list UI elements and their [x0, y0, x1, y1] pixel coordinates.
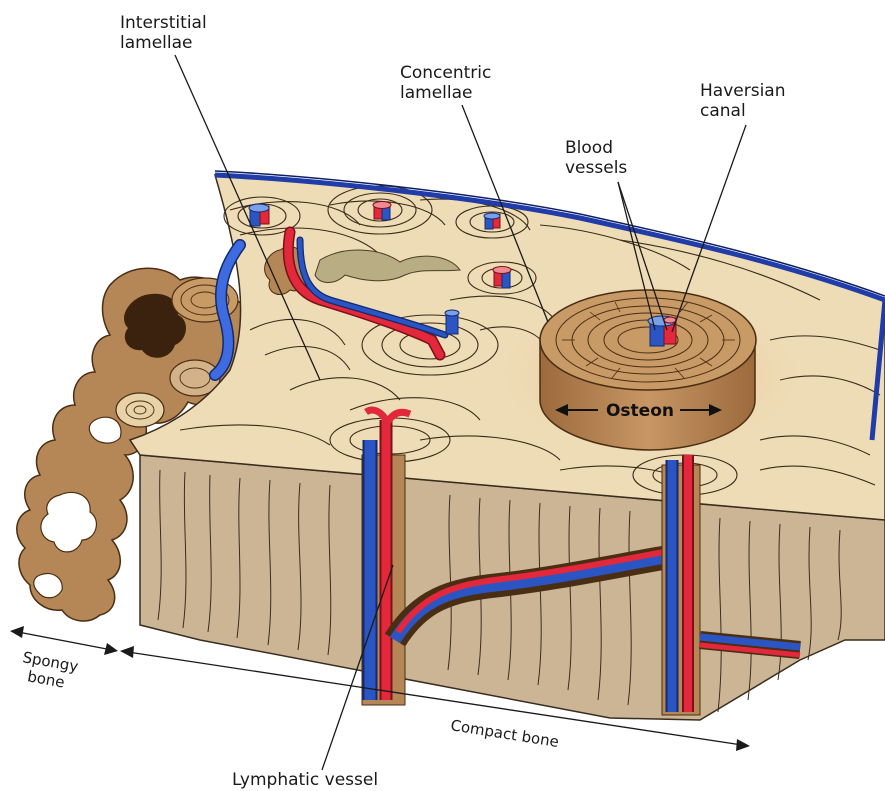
label-line: Concentric	[400, 63, 491, 83]
label-line: Blood	[565, 138, 613, 158]
vessel-stub	[493, 267, 511, 289]
vessel-stub	[484, 213, 500, 229]
svg-text:Spongybone: Spongybone	[18, 648, 80, 693]
vessel-stub	[249, 204, 269, 226]
label-spongy-bone: Spongybone	[10, 626, 118, 693]
lymphatic-vessel-text: Lymphatic vessel	[232, 770, 378, 790]
label-line: Haversian	[700, 81, 785, 101]
vessel-stub	[373, 202, 391, 221]
label-line: canal	[700, 101, 746, 121]
label-line: lamellae	[400, 83, 472, 103]
osteon-label: Osteon	[606, 401, 674, 421]
compact-bone-text: Compact bone	[449, 716, 560, 751]
label-line: vessels	[565, 158, 627, 178]
label-line: Interstitial	[120, 13, 207, 33]
label-line: lamellae	[120, 33, 192, 53]
